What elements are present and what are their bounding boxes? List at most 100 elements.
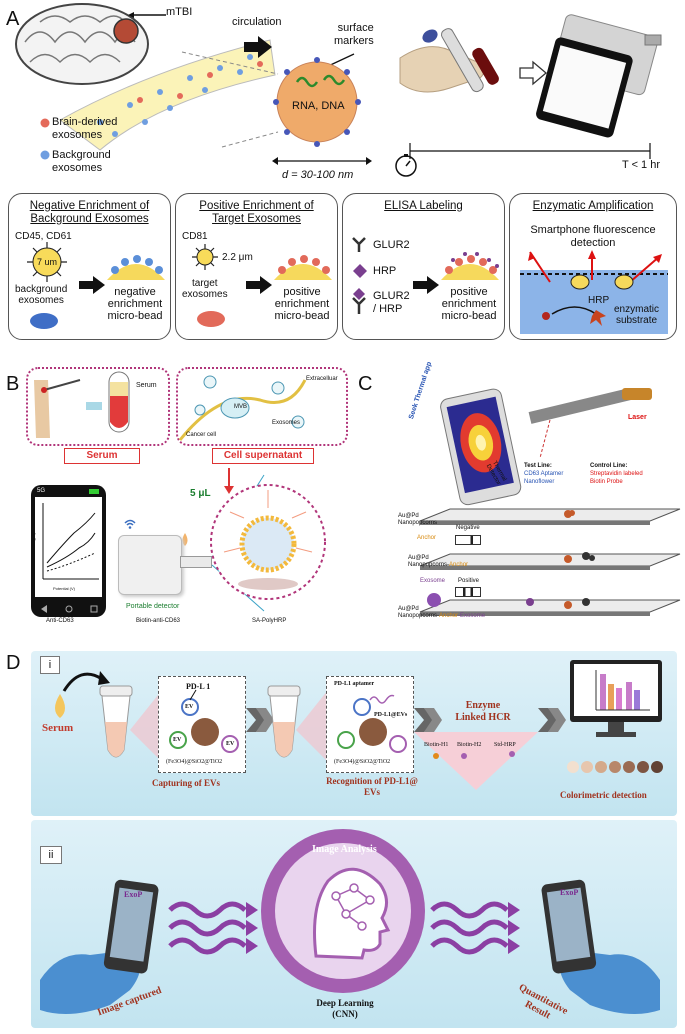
blue-blob xyxy=(30,313,58,329)
y-axis-label: Current(μA) xyxy=(30,533,36,554)
left-hand-phone xyxy=(40,879,159,1014)
test-strip-1 xyxy=(419,508,681,525)
microbead-labeled xyxy=(441,252,499,280)
bead-arrow xyxy=(246,276,272,294)
eppendorf-tube-1 xyxy=(99,685,133,758)
x-axis-label: Potential (V) xyxy=(53,586,76,591)
negative-strip-icon xyxy=(455,535,481,545)
right-hand-phone xyxy=(541,879,660,1014)
glur2-label: GLUR2 xyxy=(373,239,410,251)
panel-label-a: A xyxy=(6,8,20,30)
circulation-arrow xyxy=(244,36,272,58)
size-arrow xyxy=(272,157,372,165)
wave-arrows-right xyxy=(430,901,520,955)
status-bar: 5G xyxy=(37,488,46,494)
std-hrp-label: Std-HRP xyxy=(494,742,516,748)
monitor xyxy=(570,660,662,737)
chevron-arrow-1 xyxy=(246,708,274,732)
glur2-hrp-label: GLUR2/ HRP xyxy=(373,290,410,315)
cancer-cell-label: Cancer cell xyxy=(186,432,217,438)
legend-biotin: Biotin-anti-CD63 xyxy=(136,618,181,624)
anchor-label: Anchor xyxy=(417,535,437,541)
down-arrow xyxy=(224,468,234,494)
chevron-arrow-2 xyxy=(414,708,442,732)
cv-plot xyxy=(42,503,99,580)
enzymatic-scene xyxy=(520,250,668,334)
panel-label-c: C xyxy=(358,373,373,395)
time-label: T < 1 hr xyxy=(622,159,661,171)
exosome-label: Exosome xyxy=(420,578,446,584)
ev-label-1: EV xyxy=(185,704,194,710)
exop-label-right: ExoP xyxy=(560,888,579,897)
serum-tube xyxy=(108,371,130,433)
ev-capture-illustration xyxy=(169,689,239,753)
colorimetric-label: Colorimetric detection xyxy=(560,790,647,800)
biotin-h2-label: Biotin-H2 xyxy=(457,742,482,748)
hrp-label: HRP xyxy=(373,265,397,277)
cell-sample-box xyxy=(176,367,348,446)
ev-label-2: EV xyxy=(173,737,182,743)
exosomes-label: Exosomes xyxy=(272,420,301,426)
electrode-strip xyxy=(180,556,212,568)
panel-label-d: D xyxy=(6,652,21,674)
deep-learning-head xyxy=(261,829,425,993)
bead-arrow xyxy=(413,276,439,294)
test-strip-2 xyxy=(419,552,681,570)
serum-box-label: Serum xyxy=(64,448,140,464)
exop-label-left: ExoP xyxy=(124,890,143,899)
cancer-cell-illustration xyxy=(178,375,307,441)
bead-7um xyxy=(27,242,67,282)
image-analysis-label: Image Analysis xyxy=(312,844,377,855)
portable-detector-label: Portable detector xyxy=(126,603,180,610)
pdl1evs-label: PD-L1@EVs xyxy=(374,712,408,718)
arm-syringe xyxy=(34,379,81,438)
drop-icon xyxy=(182,533,188,546)
step-elisa-labeling: ELISA Labeling GLUR2 HRP GLUR2/ HRP posi… xyxy=(342,193,505,340)
marker-label: CD45, CD61 xyxy=(15,231,72,242)
bead-2um xyxy=(192,244,218,270)
recognition-label: Recognition of PD-L1@EVs xyxy=(326,776,418,797)
pdl1-label: PD-L 1 xyxy=(186,682,211,691)
legend-anti-cd63: Anti-CD63 xyxy=(46,618,74,624)
timeline-line xyxy=(409,143,651,159)
mvb-label: MVB xyxy=(234,404,248,410)
brain-illustration xyxy=(15,3,149,85)
ev-label-3: EV xyxy=(226,741,235,747)
hrp-icon xyxy=(353,264,367,278)
antibody-hrp-icon xyxy=(352,288,366,314)
red-blob xyxy=(197,311,225,327)
particle-label: (Fe3O4)@SiO2@TiO2 xyxy=(166,759,223,765)
cell-supernatant-label: Cell supernatant xyxy=(212,448,314,464)
step-title: ELISA Labeling xyxy=(384,200,463,212)
wifi-icon xyxy=(124,519,136,529)
serum-tube-label: Serum xyxy=(136,382,157,389)
size-label: d = 30-100 nm xyxy=(282,169,354,181)
color-swatches xyxy=(567,761,663,773)
hrp-label: HRP xyxy=(588,295,610,306)
aptamer-label: PD-L1 aptamer xyxy=(334,681,375,687)
portable-detector xyxy=(118,535,182,595)
serum-d-label: Serum xyxy=(42,722,74,734)
process-arrow xyxy=(519,60,548,86)
rna-dna-label: RNA, DNA xyxy=(292,100,345,112)
test-strip-3 xyxy=(419,598,681,616)
stopwatch-icon xyxy=(395,154,417,177)
bead-arrow xyxy=(79,276,105,294)
smartphone-reader xyxy=(536,14,662,138)
negative-label: Negative xyxy=(456,525,480,531)
purple-exosome xyxy=(427,593,441,607)
